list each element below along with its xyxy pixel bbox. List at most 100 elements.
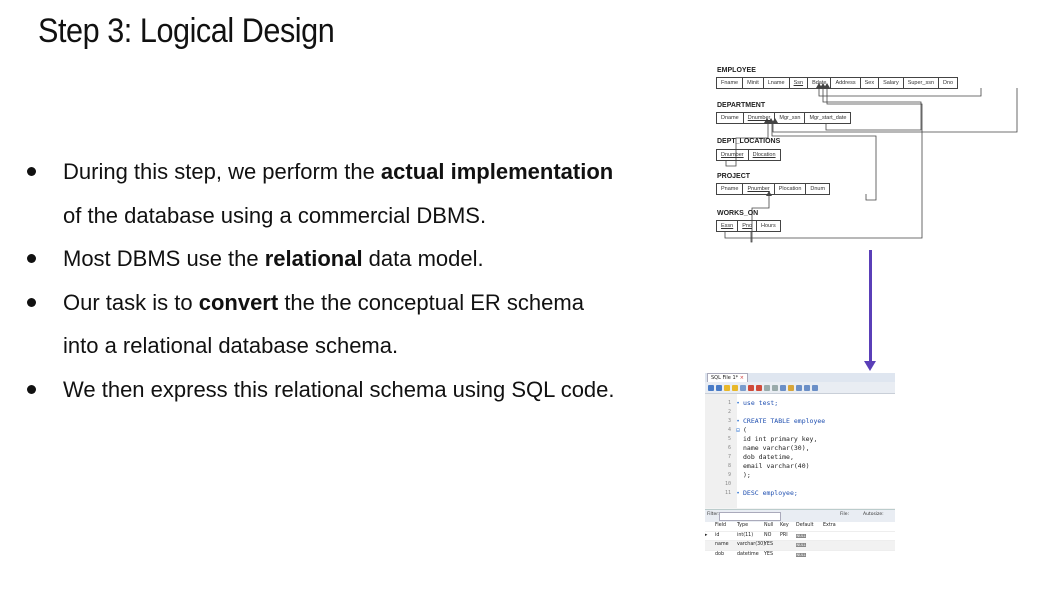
bullet-bold-text: actual implementation [380, 159, 614, 184]
bullet-list: During this step, we perform the actual … [24, 150, 684, 411]
line-number-gutter [705, 394, 737, 508]
grid-cell: varchar(30) [737, 542, 766, 547]
invisible-icon[interactable] [812, 384, 818, 391]
line-number: 1 [727, 400, 731, 406]
line-number: 2 [727, 409, 731, 415]
sql-file-tab[interactable]: SQL File 1* × [707, 373, 748, 382]
schema-attribute: Minit [743, 78, 764, 88]
stop-icon[interactable] [748, 384, 754, 391]
schema-attribute: Dnumber [717, 150, 749, 160]
bullet-text: Our task is to [63, 289, 199, 315]
line-marker [733, 453, 743, 462]
schema-attribute: Super_ssn [904, 78, 939, 88]
toggle-icon[interactable] [756, 384, 762, 391]
line-marker: ⊟ [736, 427, 740, 434]
line-text: dob datetime, [743, 453, 794, 461]
line-text: use test; [743, 399, 779, 407]
grid-cell: YES [764, 542, 774, 547]
grid-cell: NULL [796, 543, 806, 547]
grid-cell: id [715, 532, 720, 538]
bullet-item: Most DBMS use the relational data model. [24, 237, 684, 281]
line-number: 3 [727, 418, 731, 424]
line-number: 11 [724, 490, 731, 496]
line-number: 5 [727, 436, 731, 442]
schema-attribute: Plocation [775, 184, 807, 194]
beautify-icon[interactable] [788, 384, 794, 391]
line-text: email varchar(40) [743, 462, 810, 470]
schema-attribute: Dnum [810, 186, 826, 192]
grid-cell [823, 532, 843, 541]
line-number: 4 [727, 427, 731, 433]
filter-label: Filter: [707, 512, 720, 517]
code-line: 4⊟( [705, 426, 895, 435]
line-number: 7 [727, 454, 731, 460]
fk-line-super-ssn [818, 88, 982, 97]
fk-line-essn [724, 88, 923, 239]
works-on-relation-name: WORKS_ON [717, 210, 759, 217]
fk-line-dnum [771, 123, 877, 201]
toggle-output-icon[interactable] [780, 384, 786, 391]
grid-cell: YES [764, 551, 774, 557]
grid-cell [823, 551, 843, 558]
schema-attribute: Address [831, 78, 861, 88]
schema-attribute: Fname [717, 78, 744, 88]
grid-cell [705, 522, 715, 531]
line-marker: • [736, 490, 740, 497]
code-line: 10 [705, 480, 895, 489]
rollback-icon[interactable] [772, 384, 778, 391]
grid-cell: Key [780, 523, 789, 528]
grid-cell: int(11) [737, 532, 754, 538]
folder-icon[interactable] [708, 384, 714, 391]
fk-line-mgr-ssn [822, 88, 922, 131]
line-marker [733, 462, 743, 471]
lightning-cursor-icon[interactable] [732, 384, 738, 391]
result-filter-bar: Filter: File: Autosize: [705, 509, 895, 522]
sql-file-tab-label: SQL File 1* [711, 375, 739, 381]
grid-cell [780, 541, 796, 550]
grid-cell [705, 551, 715, 558]
slide-title: Step 3: Logical Design [38, 12, 335, 50]
code-line: 2 [705, 408, 895, 417]
fk-line-dloc-dnumber [725, 123, 769, 167]
grid-cell [705, 541, 715, 550]
grid-cell: Field [715, 523, 727, 528]
bullet-item: During this step, we perform the actual … [24, 150, 684, 237]
grid-cell: Extra [823, 523, 836, 528]
line-marker [733, 435, 743, 444]
schema-attribute: Dno [943, 80, 954, 86]
magnify-icon[interactable] [740, 384, 746, 391]
commit-icon[interactable] [764, 384, 770, 391]
fk-line-dno [772, 88, 1018, 133]
find-icon[interactable] [796, 384, 802, 391]
grid-cell: datetime [737, 551, 759, 557]
save-icon[interactable] [716, 384, 722, 391]
bullet-bold-text: relational [264, 246, 363, 271]
lightning-icon[interactable] [724, 384, 730, 391]
grid-cell: NULL [796, 533, 806, 538]
line-marker [733, 480, 743, 489]
close-icon[interactable]: × [739, 375, 744, 381]
schema-attribute: Pname [717, 184, 744, 194]
bullet-dot [27, 384, 36, 394]
line-marker: • [736, 418, 740, 425]
wrap-icon[interactable] [804, 384, 810, 391]
autosize-label: Autosize: [863, 512, 884, 517]
line-text: ); [743, 471, 751, 479]
grid-cell [823, 541, 843, 550]
schema-attribute: Essn [717, 221, 739, 231]
line-text: DESC employee; [743, 489, 798, 497]
filter-input[interactable] [719, 512, 781, 521]
bullet-dot [27, 254, 36, 263]
